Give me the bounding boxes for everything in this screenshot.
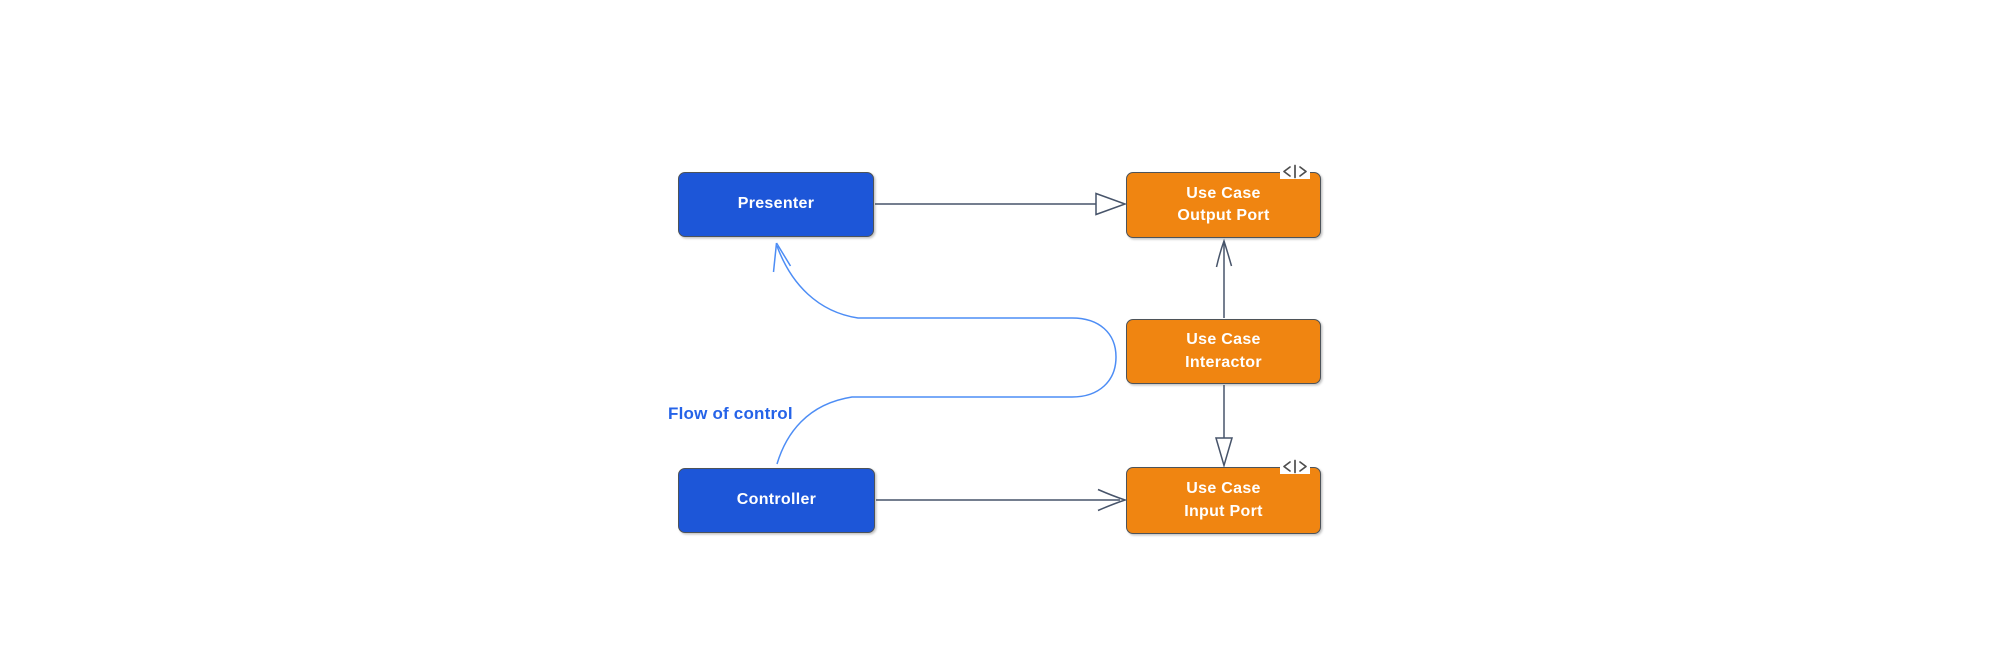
edge-interactor-to-output-port — [1215, 238, 1233, 318]
interface-code-icon — [1280, 163, 1310, 179]
node-controller: Controller — [678, 468, 875, 533]
edge-controller-to-input-port — [876, 488, 1128, 512]
node-use-case-output-port: Use Case Output Port — [1126, 172, 1321, 238]
flow-of-control-label: Flow of control — [668, 404, 793, 423]
edge-flow-of-control — [772, 242, 1117, 465]
node-controller-label: Controller — [736, 491, 817, 509]
node-use-case-input-port: Use Case Input Port — [1126, 467, 1321, 534]
node-use-case-output-port-label: Use Case Output Port — [1177, 184, 1270, 224]
edge-interactor-to-input-port — [1215, 385, 1233, 469]
node-use-case-interactor-label: Use Case Interactor — [1185, 331, 1262, 371]
edge-presenter-to-output-port — [875, 192, 1128, 216]
node-use-case-input-port-label: Use Case Input Port — [1184, 480, 1263, 520]
node-presenter-label: Presenter — [737, 195, 815, 213]
interface-code-icon — [1280, 458, 1310, 474]
node-presenter: Presenter — [678, 172, 874, 237]
node-use-case-interactor: Use Case Interactor — [1126, 319, 1321, 384]
